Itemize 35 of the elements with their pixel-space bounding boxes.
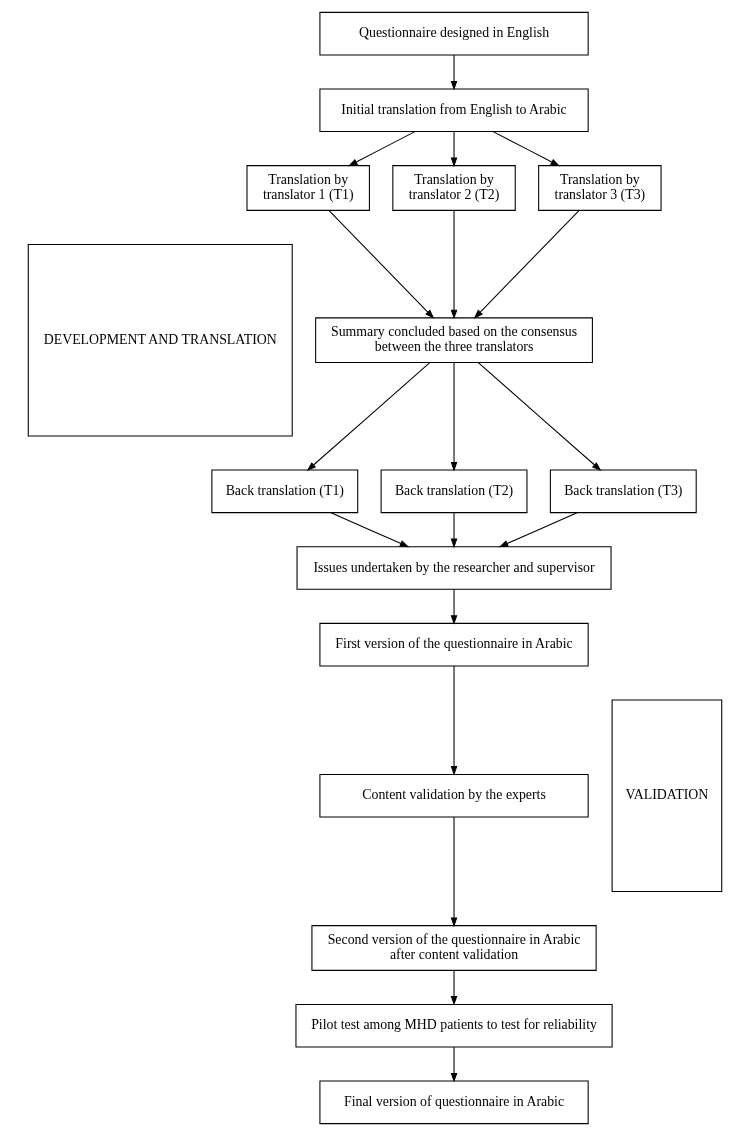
arrow	[450, 970, 458, 1006]
arrow	[450, 588, 458, 625]
node-box: Initial translation from English to Arabic	[319, 88, 589, 133]
node-box: Translation by translator 3 (T3)	[538, 165, 662, 211]
node-box: Back translation (T3)	[549, 469, 697, 514]
node-box: Questionnaire designed in English	[319, 11, 589, 56]
arrow	[450, 1046, 458, 1083]
node-box: First version of the questionnaire in Arabic	[319, 622, 589, 667]
node-box: Back translation (T2)	[380, 469, 528, 514]
arrow	[450, 665, 458, 776]
node-box: Pilot test among MHD patients to test for reliability	[295, 1003, 613, 1048]
arrow	[450, 512, 458, 549]
arrow	[450, 54, 458, 91]
arrow	[492, 131, 561, 167]
arrow	[473, 210, 580, 319]
node-box: Second version of the questionnaire in Arabic after content validation	[311, 925, 597, 971]
node-box: Content validation by the experts	[319, 773, 589, 818]
arrow	[450, 816, 458, 928]
node-box: Translation by translator 2 (T2)	[392, 165, 516, 211]
node-box: Issues undertaken by the researcher and supervisor	[296, 546, 612, 590]
node-box: Translation by translator 1 (T1)	[246, 165, 370, 211]
node-box: VALIDATION	[611, 699, 723, 893]
arrow	[450, 210, 458, 320]
arrow	[330, 512, 410, 548]
node-box: DEVELOPMENT AND TRANSLATION	[27, 243, 293, 437]
arrow	[450, 131, 458, 168]
arrow	[306, 362, 431, 471]
node-box: Back translation (T1)	[211, 469, 359, 514]
arrow	[328, 210, 435, 319]
node-box: Summary concluded based on the consensus between the three translators	[315, 317, 593, 364]
node-box: Final version of questionnaire in Arabic	[319, 1080, 589, 1125]
arrow	[450, 362, 458, 472]
arrow	[498, 512, 578, 548]
arrow	[348, 131, 416, 167]
arrow	[477, 362, 602, 471]
